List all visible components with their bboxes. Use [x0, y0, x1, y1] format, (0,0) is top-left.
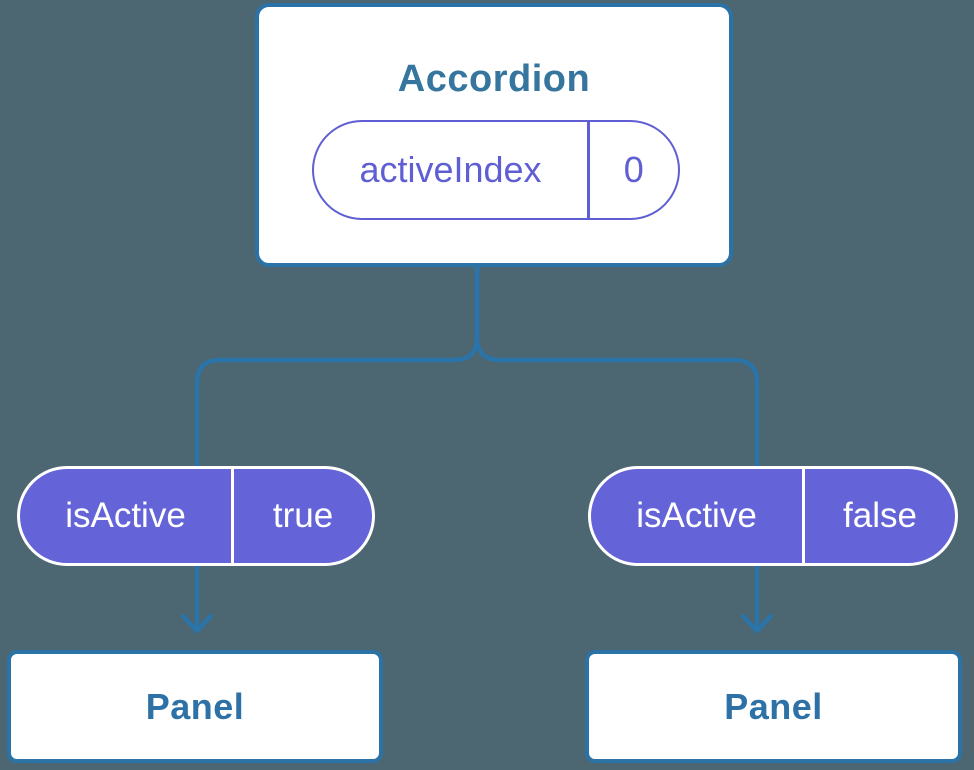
accordion-title: Accordion	[397, 58, 591, 100]
arrow-down-icon	[180, 613, 214, 634]
prop-pill-name: isActive	[636, 496, 757, 535]
prop-pill-isactive-true: isActive true	[17, 466, 375, 566]
panel-node-1: Panel	[7, 650, 383, 763]
state-pill-divider	[587, 122, 590, 218]
state-pill: activeIndex 0	[312, 120, 680, 220]
state-pill-value: 0	[623, 149, 644, 190]
accordion-node: Accordion activeIndex 0	[255, 3, 733, 267]
prop-pill-divider	[802, 469, 805, 563]
panel-title: Panel	[724, 685, 823, 727]
panel-node-2: Panel	[585, 650, 962, 763]
panel-title: Panel	[145, 685, 245, 727]
prop-pill-isactive-false: isActive false	[588, 466, 958, 566]
arrow-down-icon	[740, 613, 774, 634]
prop-pill-divider	[231, 469, 234, 563]
state-pill-name: activeIndex	[359, 149, 542, 190]
prop-pill-value: true	[272, 496, 334, 535]
prop-pill-name: isActive	[65, 496, 186, 535]
prop-pill-value: false	[843, 496, 917, 535]
tree-branch-right	[474, 262, 760, 628]
tree-branch-left	[194, 262, 480, 628]
